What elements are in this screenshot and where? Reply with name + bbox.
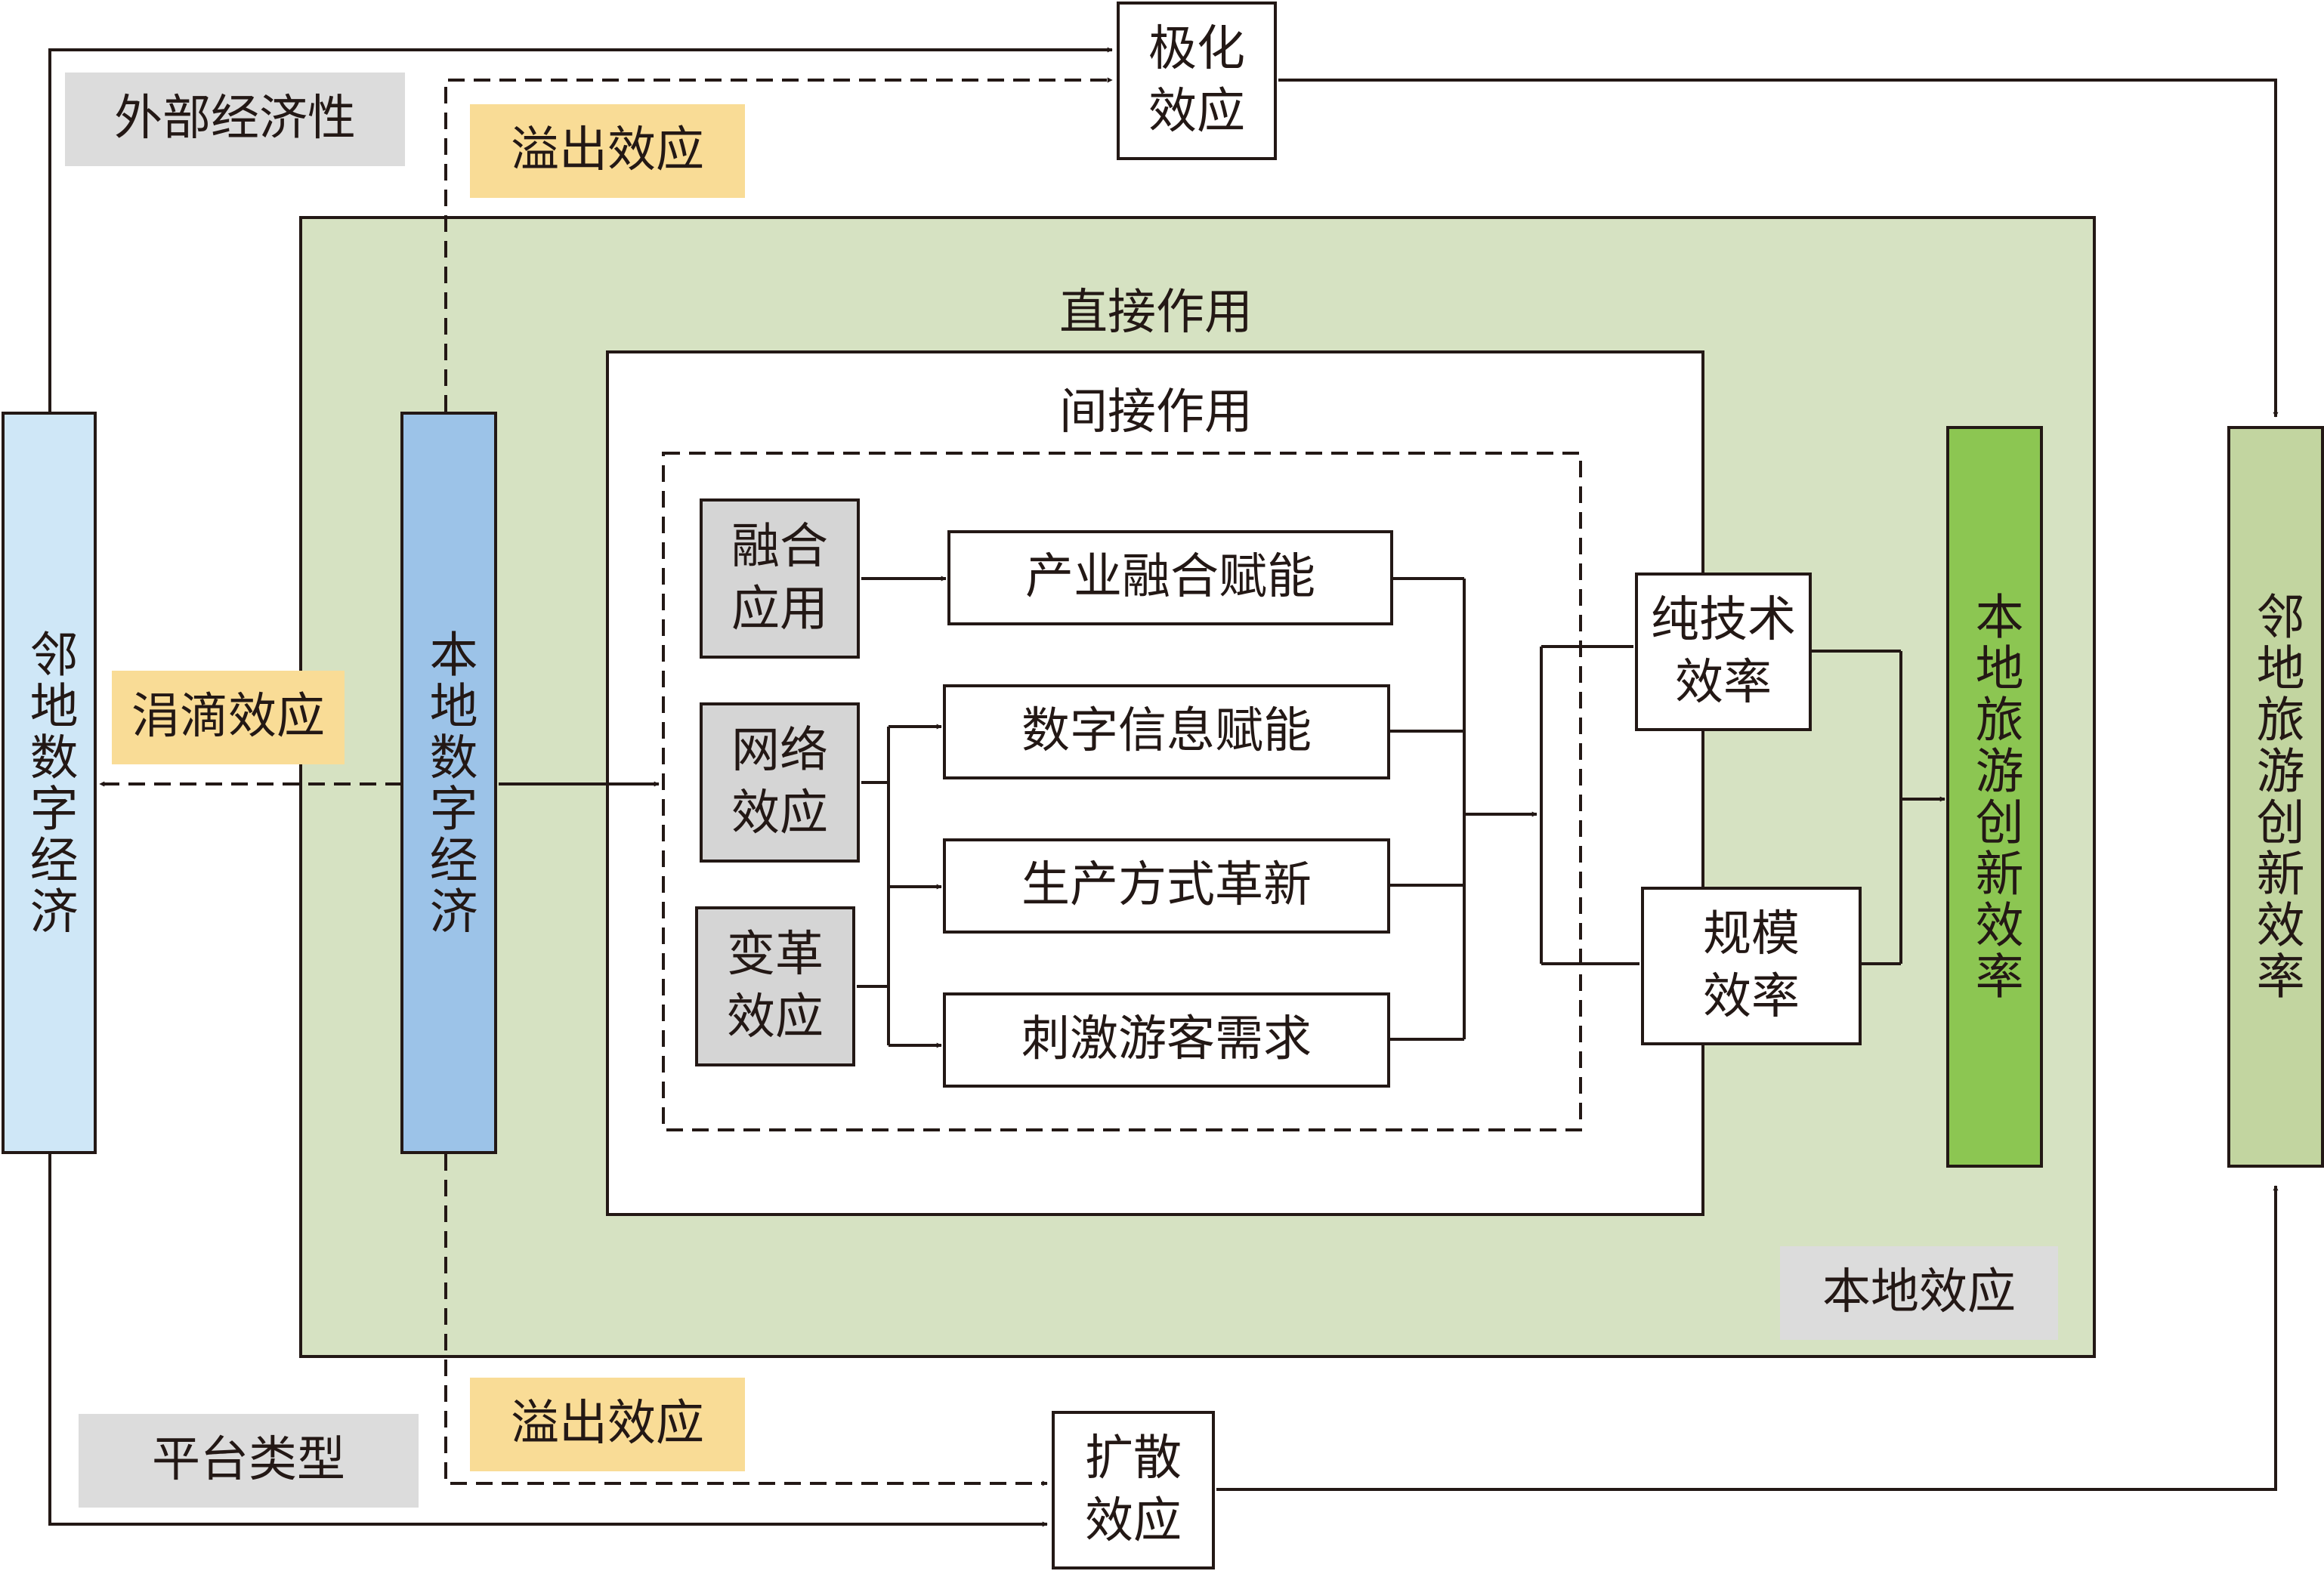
- external-economy-tag: 外部经济性: [65, 73, 405, 166]
- transformation-effect-box: 变革 效应: [695, 906, 855, 1066]
- local-tourism-innovation-efficiency-node: 本地旅游创新效率: [1946, 426, 2043, 1168]
- local-effect-tag: 本地效应: [1780, 1246, 2058, 1340]
- scale-efficiency-box: 规模 效率: [1641, 887, 1862, 1045]
- spillover-tag-bottom: 溢出效应: [470, 1378, 745, 1471]
- tourist-demand-box: 刺激游客需求: [943, 992, 1390, 1088]
- neighbor-tourism-innovation-efficiency-node: 邻地旅游创新效率: [2227, 426, 2324, 1168]
- arrow-polarization-to-local-tourism: [1278, 79, 2279, 418]
- indirect-effect-heading: 间接作用: [1059, 384, 1253, 440]
- arrow-local-to-diffusion-dashed: [444, 1154, 1048, 1486]
- neighbor-digital-economy-node: 邻地数字经济: [2, 412, 97, 1154]
- pure-technical-efficiency-box: 纯技术 效率: [1635, 573, 1812, 731]
- arrow-neighbor-to-diffusion: [48, 1154, 1048, 1527]
- fusion-application-box: 融合 应用: [700, 498, 860, 659]
- spillover-tag-top: 溢出效应: [470, 104, 745, 198]
- network-effect-box: 网络 效应: [700, 702, 860, 863]
- diffusion-effect-box: 扩散 效应: [1052, 1411, 1215, 1569]
- trickle-effect-tag: 涓滴效应: [112, 671, 345, 764]
- digital-information-box: 数字信息赋能: [943, 684, 1390, 779]
- polarization-effect-box: 极化 效应: [1117, 2, 1277, 160]
- arrow-diffusion-to-neighbor-tourism: [1216, 1185, 2279, 1491]
- production-innovation-box: 生产方式革新: [943, 838, 1390, 934]
- arrow-local-to-polarization-dashed: [444, 77, 1113, 412]
- industry-fusion-box: 产业融合赋能: [947, 530, 1393, 625]
- direct-effect-heading: 直接作用: [1059, 285, 1253, 341]
- arrow-neighbor-to-polarization: [48, 47, 1113, 412]
- local-digital-economy-node: 本地数字经济: [400, 412, 497, 1154]
- platform-type-tag: 平台类型: [79, 1414, 419, 1508]
